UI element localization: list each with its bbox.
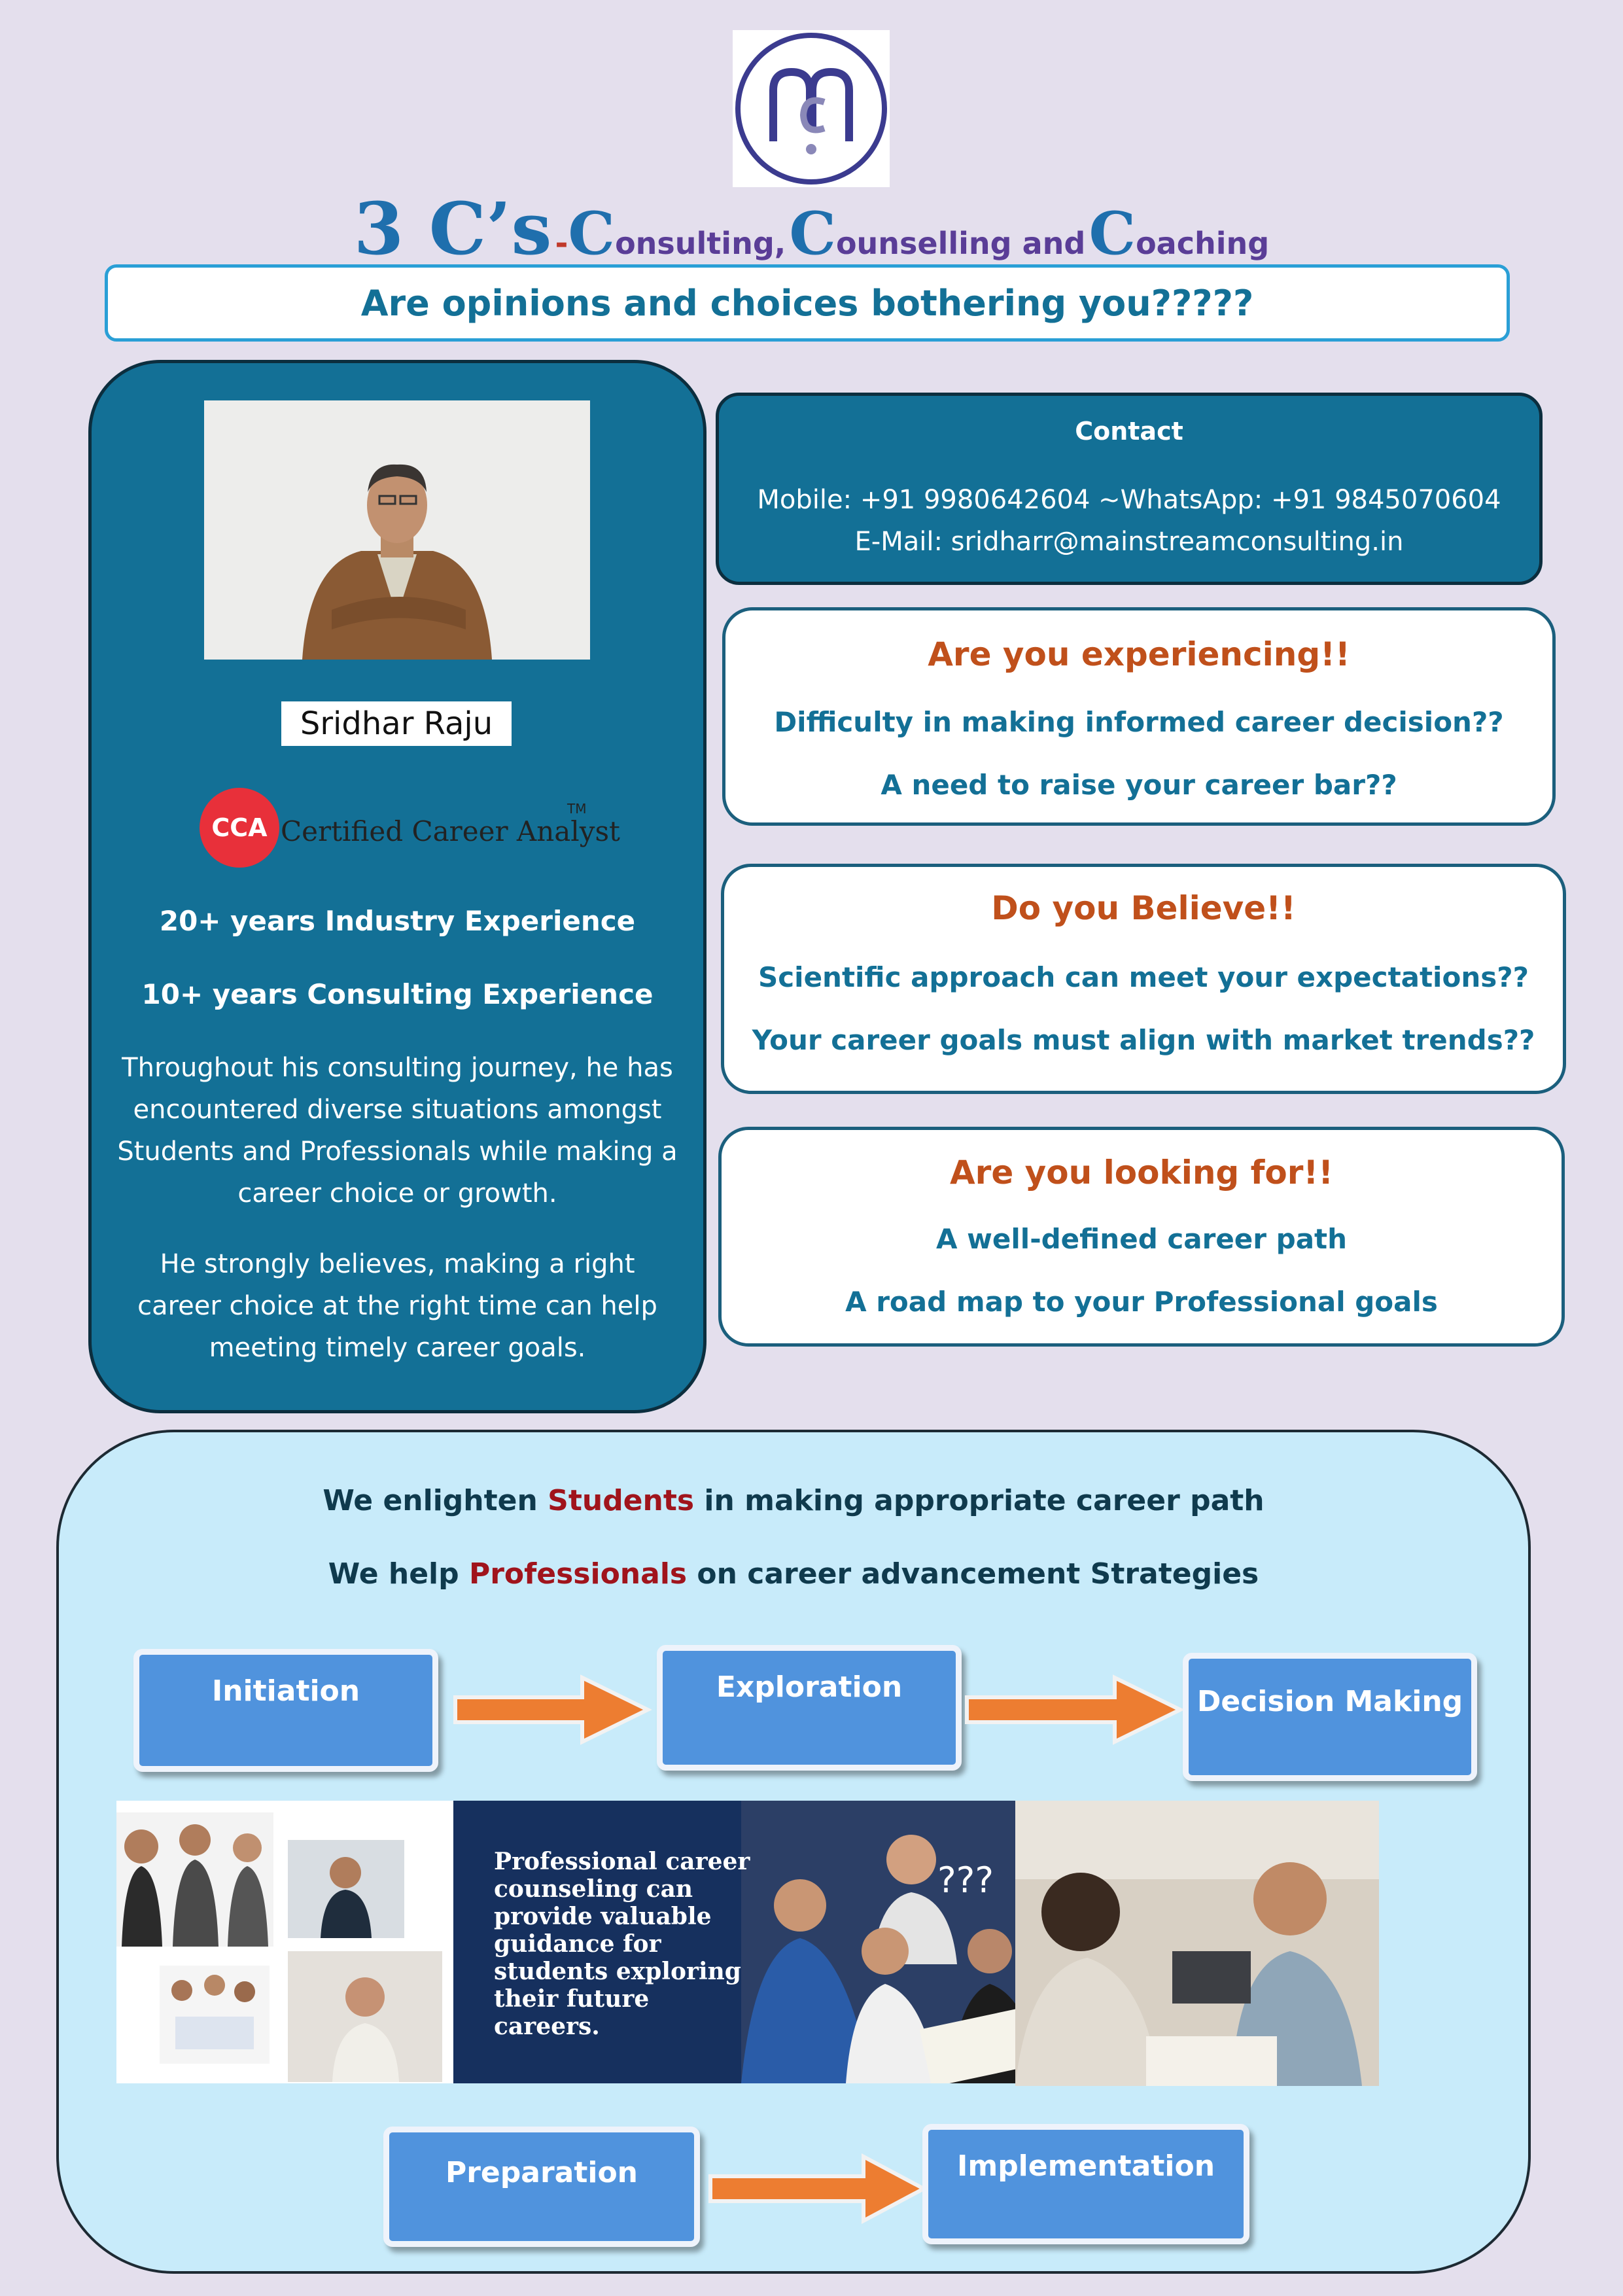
step-initiation: Initiation — [133, 1649, 438, 1772]
students-statement: We enlighten Students in making appropri… — [323, 1484, 1265, 1517]
banner-caption: Professional career counseling can provi… — [494, 1848, 750, 2040]
experiencing-line-1: Difficulty in making informed career dec… — [774, 706, 1504, 738]
counseling-session-photo — [1015, 1801, 1379, 2086]
trademark-mark: TM — [567, 801, 587, 817]
believe-line-1: Scientific approach can meet your expect… — [758, 961, 1529, 993]
question-marks: ??? — [937, 1860, 994, 1901]
experiencing-heading: Are you experiencing!! — [928, 635, 1350, 673]
contact-phone: Mobile: +91 9980642604 ~WhatsApp: +91 98… — [757, 485, 1501, 515]
consulting-experience: 10+ years Consulting Experience — [141, 978, 654, 1010]
photo-collage: ??? Professional career counseling can p… — [116, 1801, 1379, 2086]
experiencing-line-2: A need to raise your career bar?? — [881, 769, 1397, 801]
industry-experience: 20+ years Industry Experience — [159, 905, 636, 937]
profile-photo — [204, 400, 590, 660]
contact-title: Contact — [1075, 417, 1183, 446]
experiencing-box: Are you experiencing!! Difficulty in mak… — [722, 607, 1556, 826]
believe-line-2: Your career goals must align with market… — [752, 1024, 1535, 1056]
contact-box: Contact Mobile: +91 9980642604 ~WhatsApp… — [716, 393, 1543, 585]
contact-email: E-Mail: sridharr@mainstreamconsulting.in — [854, 527, 1404, 557]
professionals-statement: We help Professionals on career advancem… — [328, 1557, 1259, 1591]
looking-heading: Are you looking for!! — [949, 1154, 1333, 1192]
looking-box: Are you looking for!! A well-defined car… — [718, 1127, 1565, 1347]
believe-heading: Do you Believe!! — [991, 889, 1296, 927]
step-decision-making: Decision Making — [1183, 1653, 1477, 1781]
cca-logo: CCA — [200, 788, 279, 868]
page-title: 3 C’s -Consulting, Counselling and Coach… — [353, 186, 1270, 271]
arrow-right-icon — [451, 1674, 654, 1746]
believe-box: Do you Believe!! Scientific approach can… — [721, 864, 1566, 1094]
certification-badge: CCA Certified Career Analyst TM — [200, 785, 620, 870]
profile-paragraph-journey: Throughout his consulting journey, he ha… — [117, 1053, 678, 1209]
tagline-banner: Are opinions and choices bothering you??… — [105, 264, 1510, 342]
arrow-right-icon — [963, 1674, 1185, 1746]
company-logo — [733, 30, 890, 187]
profile-paragraph-belief: He strongly believes, making a right car… — [137, 1249, 657, 1363]
cca-title: Certified Career Analyst — [281, 815, 620, 847]
arrow-right-icon — [707, 2153, 929, 2225]
profile-name: Sridhar Raju — [281, 701, 512, 746]
looking-line-1: A well-defined career path — [935, 1223, 1348, 1255]
looking-line-2: A road map to your Professional goals — [845, 1286, 1438, 1318]
step-preparation: Preparation — [383, 2127, 700, 2247]
step-implementation: Implementation — [922, 2124, 1249, 2244]
step-exploration: Exploration — [657, 1645, 962, 1771]
professionals-photo — [116, 1801, 453, 2083]
